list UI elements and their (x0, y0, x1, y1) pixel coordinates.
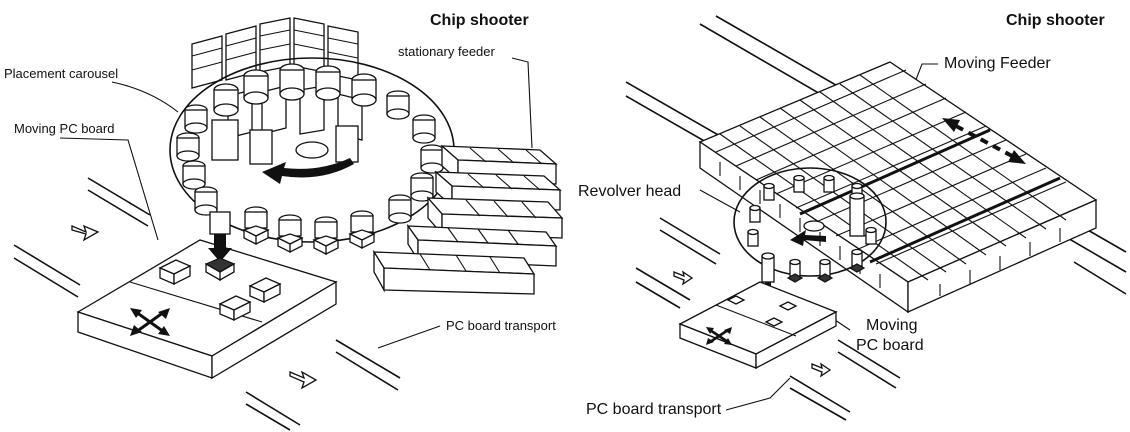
moving-pc-board (78, 240, 336, 378)
transport-arrow-icon (290, 372, 316, 388)
moving-pc-board-label-1: Moving (866, 317, 918, 334)
pc-board-transport-label: PC board transport (586, 401, 722, 418)
transport-arrow-icon (72, 226, 98, 240)
placement-carousel-label: Placement carousel (4, 66, 118, 81)
transport-arrow-icon (812, 364, 830, 376)
moving-pc-board (680, 282, 836, 368)
left-title: Chip shooter (430, 12, 529, 29)
placement-carousel-leader (112, 82, 178, 112)
moving-feeder-label: Moving Feeder (944, 55, 1051, 72)
pc-board-transport-label: PC board transport (446, 318, 556, 333)
moving-feeder (700, 62, 1096, 312)
revolver-head-leader (700, 190, 740, 212)
left-panel: Chip shooter Placement carousel stationa… (4, 12, 562, 430)
moving-pc-board-leader (60, 138, 158, 240)
right-title: Chip shooter (1006, 12, 1105, 29)
revolver-head-label: Revolver head (578, 183, 681, 200)
pc-board-transport-leader (378, 326, 440, 348)
stationary-feeder-leader (512, 58, 532, 148)
stationary-feeder-label: stationary feeder (398, 44, 496, 59)
moving-pc-board-label: Moving PC board (14, 121, 114, 136)
carousel-bottom-nozzles (244, 207, 374, 254)
right-panel: Chip shooter Moving Feeder Revolver head… (578, 12, 1126, 420)
pc-board-transport-leader (726, 378, 790, 410)
moving-pc-board-label-2: PC board (856, 337, 924, 354)
transport-arrow-icon (674, 272, 692, 284)
